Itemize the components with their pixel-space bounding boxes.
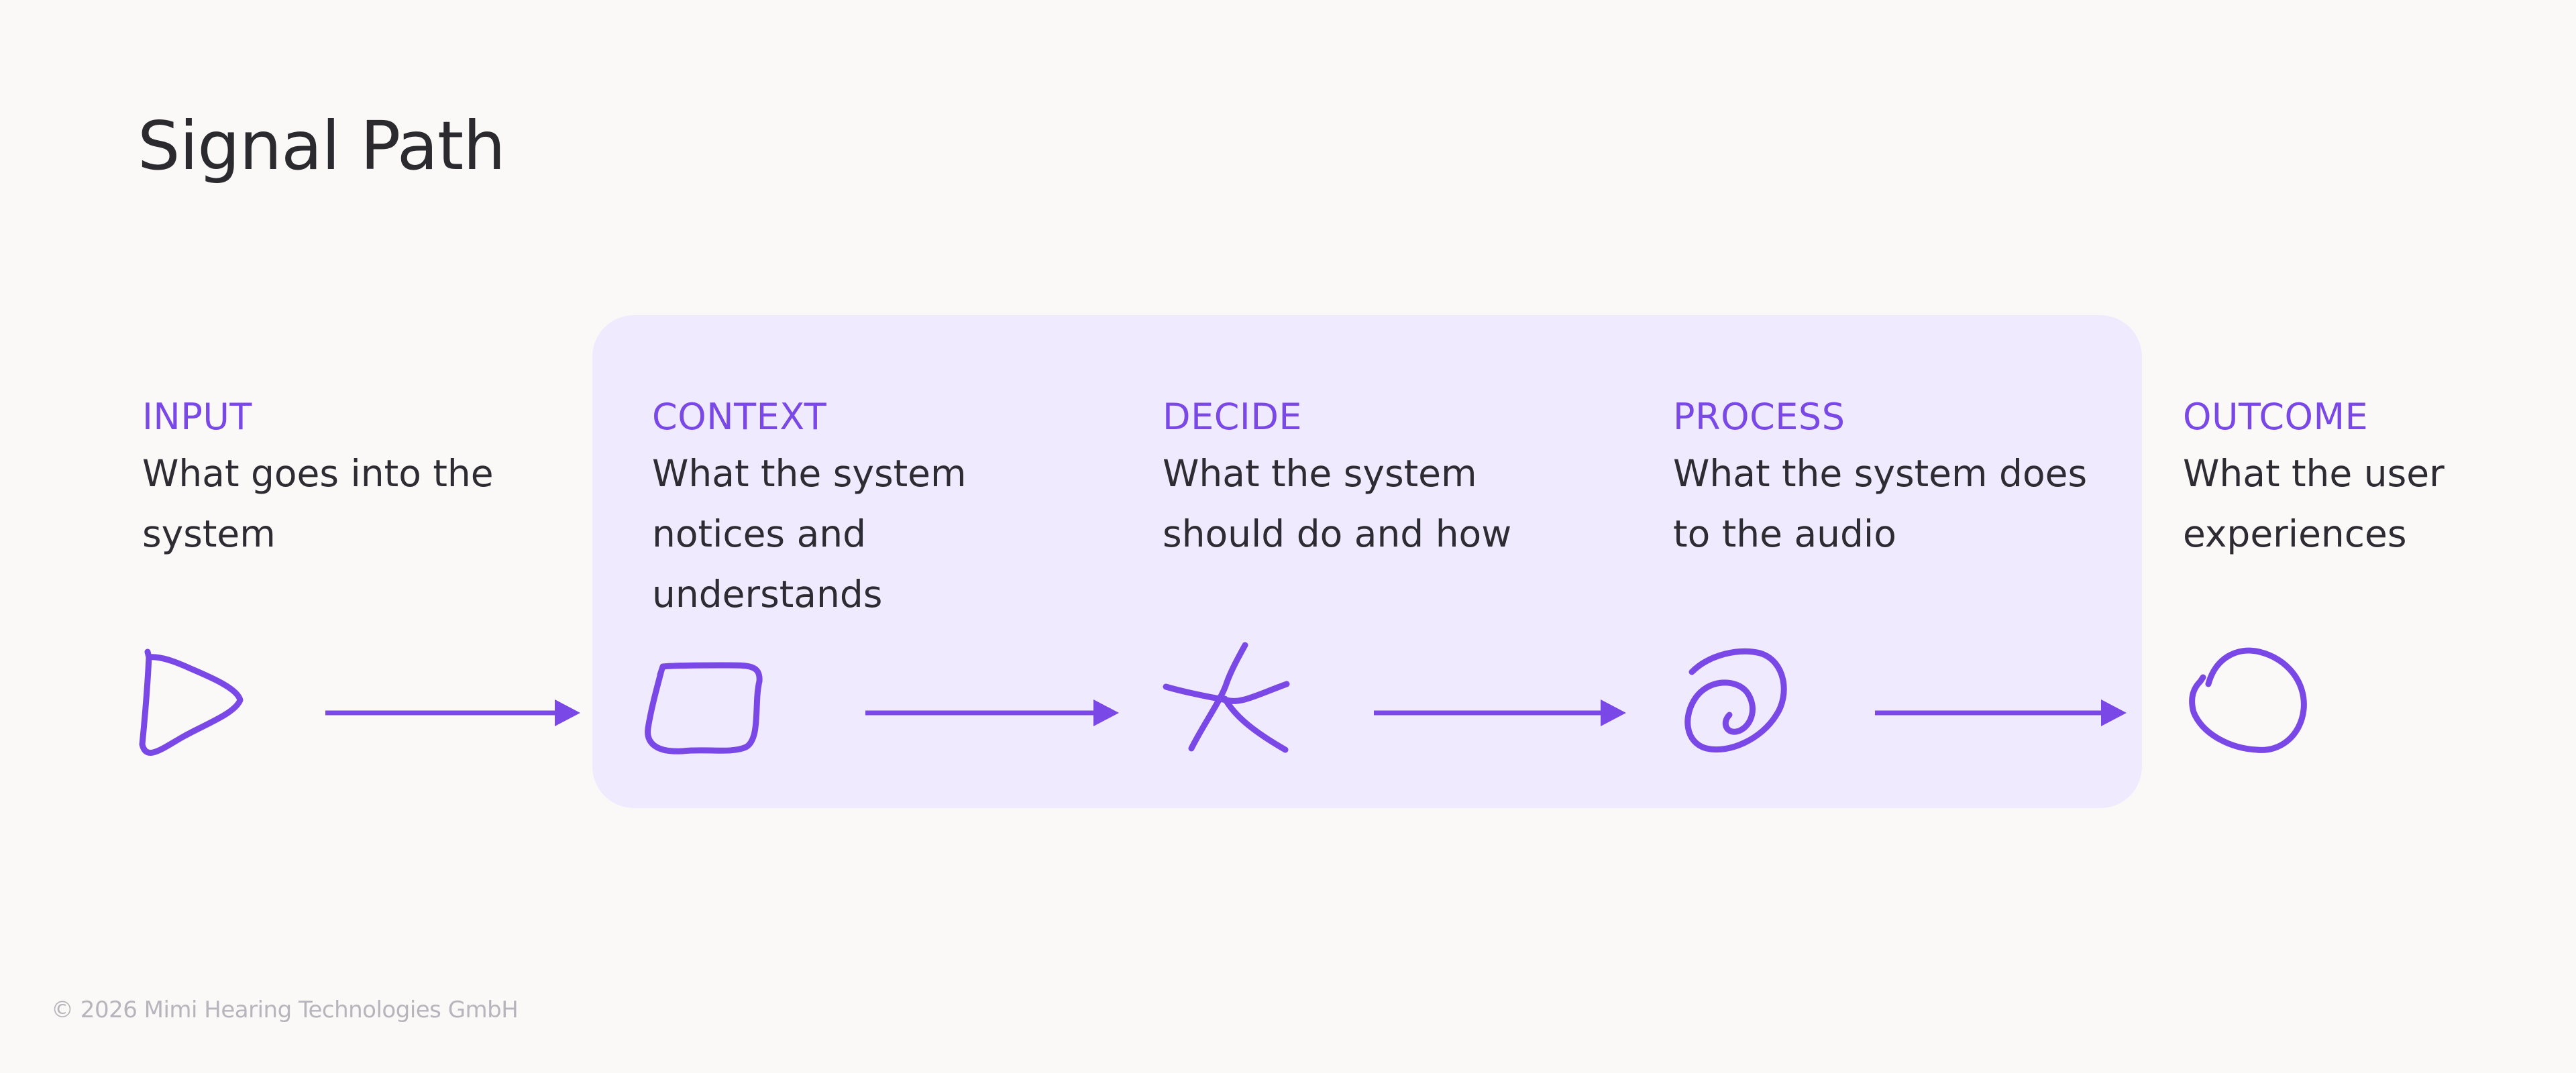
page-title: Signal Path [138,107,506,185]
arrow-input-to-context [325,694,580,732]
stage-description: What the system should do and how [1163,451,1512,555]
arrow-context-to-decide [865,694,1119,732]
asterisk-icon [1159,630,1300,771]
arrow-decide-to-process [1374,694,1626,732]
stage-input: INPUT What goes into the system [142,396,572,564]
stage-label: DECIDE [1163,396,1303,438]
stage-decide: DECIDE What the system should do and how [1163,396,1592,564]
stage-context: CONTEXT What the system notices and unde… [652,396,1081,624]
stage-description: What goes into the system [142,451,494,555]
spiral-icon [1672,630,1813,771]
triangle-icon [127,630,268,771]
context-decide-process-panel [592,315,2142,808]
stage-description: What the system does to the audio [1673,451,2088,555]
stage-label: PROCESS [1673,396,1845,438]
stage-outcome: OUTCOME What the user experiences [2183,396,2559,564]
square-icon [636,630,777,771]
stage-process: PROCESS What the system does to the audi… [1673,396,2102,564]
arrow-process-to-outcome [1875,694,2127,732]
stage-label: INPUT [142,396,252,438]
stage-description: What the user experiences [2183,451,2445,555]
footer-copyright: © 2026 Mimi Hearing Technologies GmbH [51,997,519,1023]
stage-label: CONTEXT [652,396,827,438]
circle-icon [2180,630,2321,771]
stage-description: What the system notices and understands [652,451,967,616]
stage-label: OUTCOME [2183,396,2369,438]
